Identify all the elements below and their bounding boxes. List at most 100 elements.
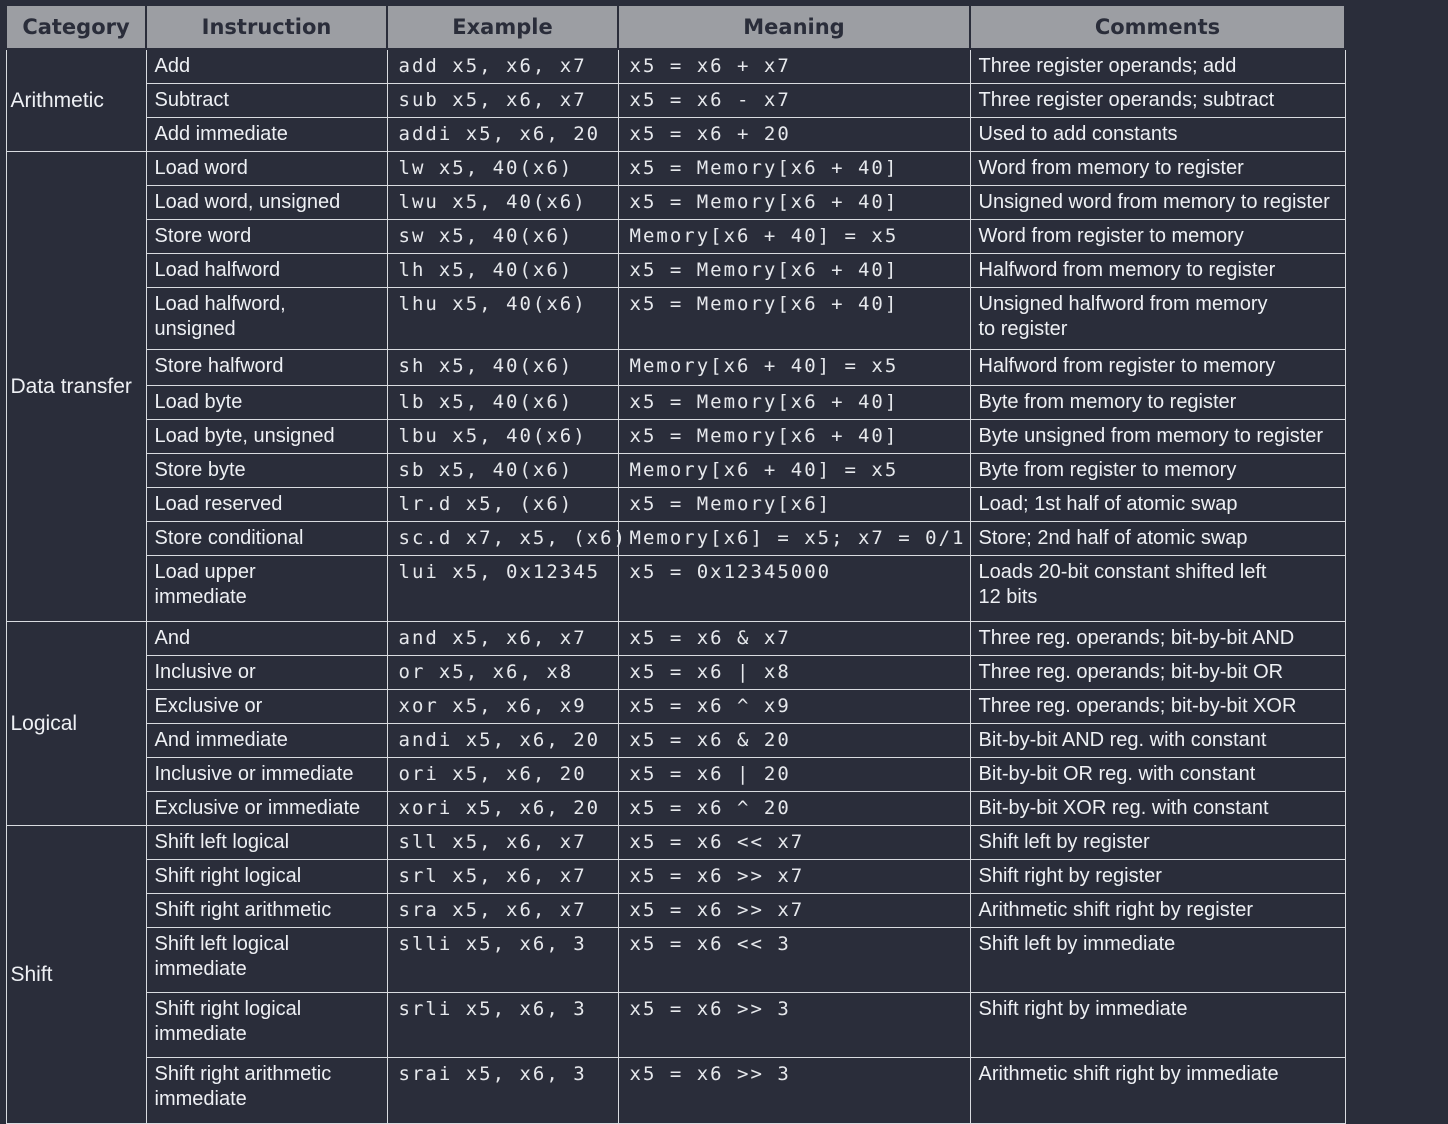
instruction-cell: Inclusive or immediate: [145, 757, 388, 792]
meaning-cell: x5 = x6 ^ 20: [617, 791, 971, 826]
instruction-cell: Shift right logical: [145, 859, 388, 894]
meaning-cell: x5 = x6 + x7: [617, 48, 971, 84]
meaning-cell: x5 = x6 & x7: [617, 621, 971, 656]
meaning-cell: x5 = x6 >> 3: [617, 1057, 971, 1124]
example-cell: sw x5, 40(x6): [386, 219, 619, 254]
comment-cell: Word from register to memory: [969, 219, 1346, 254]
comment-cell: Shift left by immediate: [969, 927, 1346, 993]
instruction-cell: Add immediate: [145, 117, 388, 152]
instruction-cell: Shift right arithmetic immediate: [145, 1057, 388, 1124]
category-cell: Arithmetic: [5, 48, 147, 152]
comment-cell: Loads 20-bit constant shifted left 12 bi…: [969, 555, 1346, 622]
example-cell: addi x5, x6, 20: [386, 117, 619, 152]
instruction-cell: Shift right logical immediate: [145, 992, 388, 1058]
example-cell: srli x5, x6, 3: [386, 992, 619, 1058]
comment-cell: Shift right by immediate: [969, 992, 1346, 1058]
instruction-cell: Shift left logical: [145, 825, 388, 860]
meaning-cell: x5 = x6 << 3: [617, 927, 971, 993]
header-example: Example: [386, 4, 619, 50]
comment-cell: Unsigned word from memory to register: [969, 185, 1346, 220]
meaning-cell: x5 = Memory[x6 + 40]: [617, 287, 971, 350]
comment-cell: Bit-by-bit OR reg. with constant: [969, 757, 1346, 792]
example-cell: lh x5, 40(x6): [386, 253, 619, 288]
meaning-cell: x5 = x6 | x8: [617, 655, 971, 690]
meaning-cell: x5 = x6 >> x7: [617, 859, 971, 894]
comment-cell: Three reg. operands; bit-by-bit AND: [969, 621, 1346, 656]
comment-cell: Shift left by register: [969, 825, 1346, 860]
meaning-cell: x5 = x6 >> 3: [617, 992, 971, 1058]
example-cell: srai x5, x6, 3: [386, 1057, 619, 1124]
instruction-cell: Store halfword: [145, 349, 388, 386]
category-cell: Shift: [5, 825, 147, 1124]
instruction-cell: Shift right arithmetic: [145, 893, 388, 928]
instruction-cell: Subtract: [145, 83, 388, 118]
instruction-cell: Exclusive or immediate: [145, 791, 388, 826]
meaning-cell: x5 = x6 + 20: [617, 117, 971, 152]
instruction-cell: Load upper immediate: [145, 555, 388, 622]
instruction-cell: Load byte, unsigned: [145, 419, 388, 454]
example-cell: sll x5, x6, x7: [386, 825, 619, 860]
instruction-table: Category Instruction Example Meaning Com…: [5, 4, 1346, 1124]
comment-cell: Arithmetic shift right by immediate: [969, 1057, 1346, 1124]
meaning-cell: Memory[x6 + 40] = x5: [617, 219, 971, 254]
comment-cell: Store; 2nd half of atomic swap: [969, 521, 1346, 556]
meaning-cell: x5 = Memory[x6 + 40]: [617, 185, 971, 220]
meaning-cell: Memory[x6 + 40] = x5: [617, 349, 971, 386]
instruction-cell: Load byte: [145, 385, 388, 420]
comment-cell: Bit-by-bit AND reg. with constant: [969, 723, 1346, 758]
instruction-cell: And immediate: [145, 723, 388, 758]
comment-cell: Byte from memory to register: [969, 385, 1346, 420]
meaning-cell: x5 = Memory[x6 + 40]: [617, 253, 971, 288]
comment-cell: Byte from register to memory: [969, 453, 1346, 488]
comment-cell: Byte unsigned from memory to register: [969, 419, 1346, 454]
instruction-cell: And: [145, 621, 388, 656]
meaning-cell: Memory[x6 + 40] = x5: [617, 453, 971, 488]
comment-cell: Halfword from memory to register: [969, 253, 1346, 288]
meaning-cell: x5 = Memory[x6 + 40]: [617, 419, 971, 454]
comment-cell: Three reg. operands; bit-by-bit XOR: [969, 689, 1346, 724]
meaning-cell: x5 = 0x12345000: [617, 555, 971, 622]
header-row: Category Instruction Example Meaning Com…: [5, 4, 1346, 50]
instruction-cell: Store word: [145, 219, 388, 254]
instruction-cell: Load halfword: [145, 253, 388, 288]
instruction-cell: Shift left logical immediate: [145, 927, 388, 993]
example-cell: lwu x5, 40(x6): [386, 185, 619, 220]
comment-cell: Load; 1st half of atomic swap: [969, 487, 1346, 522]
example-cell: lr.d x5, (x6): [386, 487, 619, 522]
meaning-cell: x5 = Memory[x6]: [617, 487, 971, 522]
header-instruction: Instruction: [145, 4, 388, 50]
instruction-cell: Inclusive or: [145, 655, 388, 690]
meaning-cell: Memory[x6] = x5; x7 = 0/1: [617, 521, 971, 556]
example-cell: or x5, x6, x8: [386, 655, 619, 690]
example-cell: ori x5, x6, 20: [386, 757, 619, 792]
example-cell: lhu x5, 40(x6): [386, 287, 619, 350]
comment-cell: Unsigned halfword from memory to registe…: [969, 287, 1346, 350]
instruction-cell: Load reserved: [145, 487, 388, 522]
meaning-cell: x5 = x6 - x7: [617, 83, 971, 118]
example-cell: sub x5, x6, x7: [386, 83, 619, 118]
example-cell: lui x5, 0x12345: [386, 555, 619, 622]
instruction-cell: Store byte: [145, 453, 388, 488]
